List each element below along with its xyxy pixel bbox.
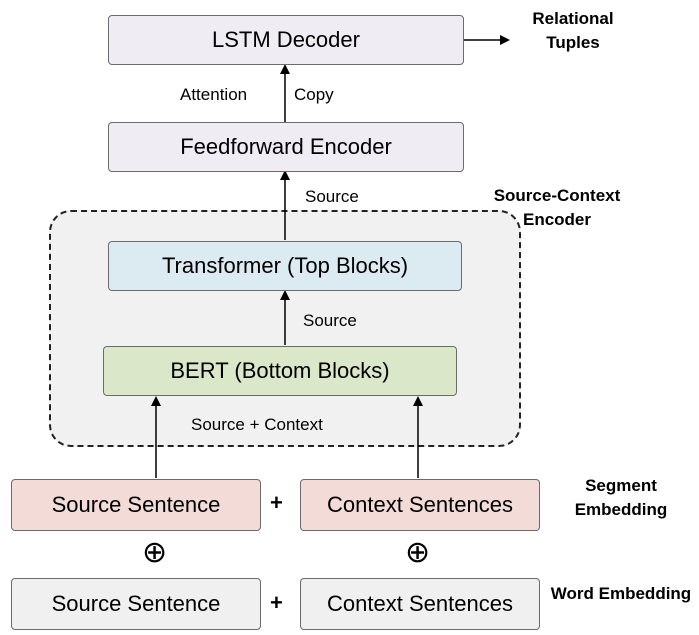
word-embedding-label: Word Embedding <box>550 584 692 603</box>
word-context-sentences-box: Context Sentences <box>300 578 540 630</box>
word-plus-sign: + <box>270 590 283 615</box>
source-oplus-symbol: ⊕ <box>142 535 168 570</box>
attention-label: Attention <box>180 85 248 104</box>
lstm-decoder-box: LSTM Decoder <box>108 15 464 65</box>
relational-tuples-label: Relational Tuples <box>532 9 614 52</box>
copy-label: Copy <box>294 85 334 104</box>
segment-source-sentence-box: Source Sentence <box>11 479 261 531</box>
segment-plus-sign: + <box>270 490 283 515</box>
segment-embedding-label: Segment Embedding <box>574 476 668 519</box>
transformer-box: Transformer (Top Blocks) <box>108 241 462 291</box>
bert-input-label: Source + Context <box>191 415 323 434</box>
feedforward-encoder-box: Feedforward Encoder <box>108 122 464 172</box>
feedforward-source-label: Source <box>305 187 359 206</box>
transformer-source-label: Source <box>303 311 357 330</box>
bert-box: BERT (Bottom Blocks) <box>103 346 457 396</box>
segment-context-sentences-box: Context Sentences <box>300 479 540 531</box>
source-context-encoder-title: Source-Context Encoder <box>493 186 621 229</box>
word-source-sentence-box: Source Sentence <box>11 578 261 630</box>
context-oplus-symbol: ⊕ <box>405 535 431 570</box>
